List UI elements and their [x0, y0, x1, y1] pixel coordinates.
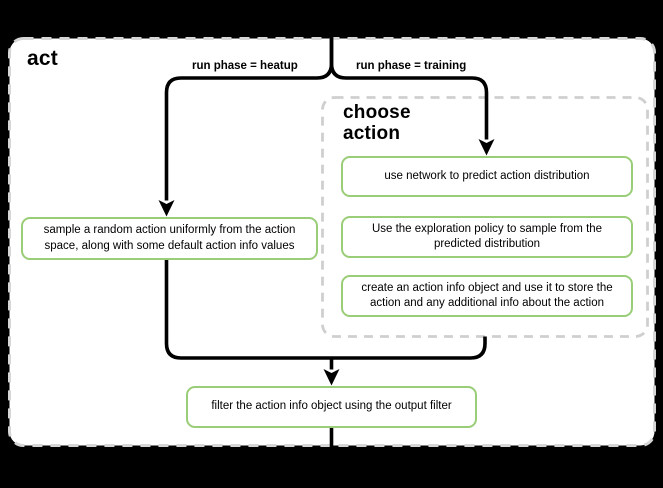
connector-merge [164, 259, 487, 360]
training-branch-label: run phase = training [356, 60, 467, 72]
choose-action-group-title: choose action [343, 102, 411, 144]
node-sample-random-action: sample a random action uniformly from th… [21, 217, 318, 260]
node-use-network: use network to predict action distributi… [341, 156, 633, 197]
arrow-training-branch [329, 28, 495, 156]
node-filter-action-info: filter the action info object using the … [186, 386, 477, 428]
node-exploration-policy: Use the exploration policy to sample fro… [341, 216, 633, 258]
heatup-branch-label: run phase = heatup [192, 60, 298, 72]
node-create-action-info: create an action info object and use it … [341, 275, 633, 317]
act-container-title: act [27, 47, 58, 70]
